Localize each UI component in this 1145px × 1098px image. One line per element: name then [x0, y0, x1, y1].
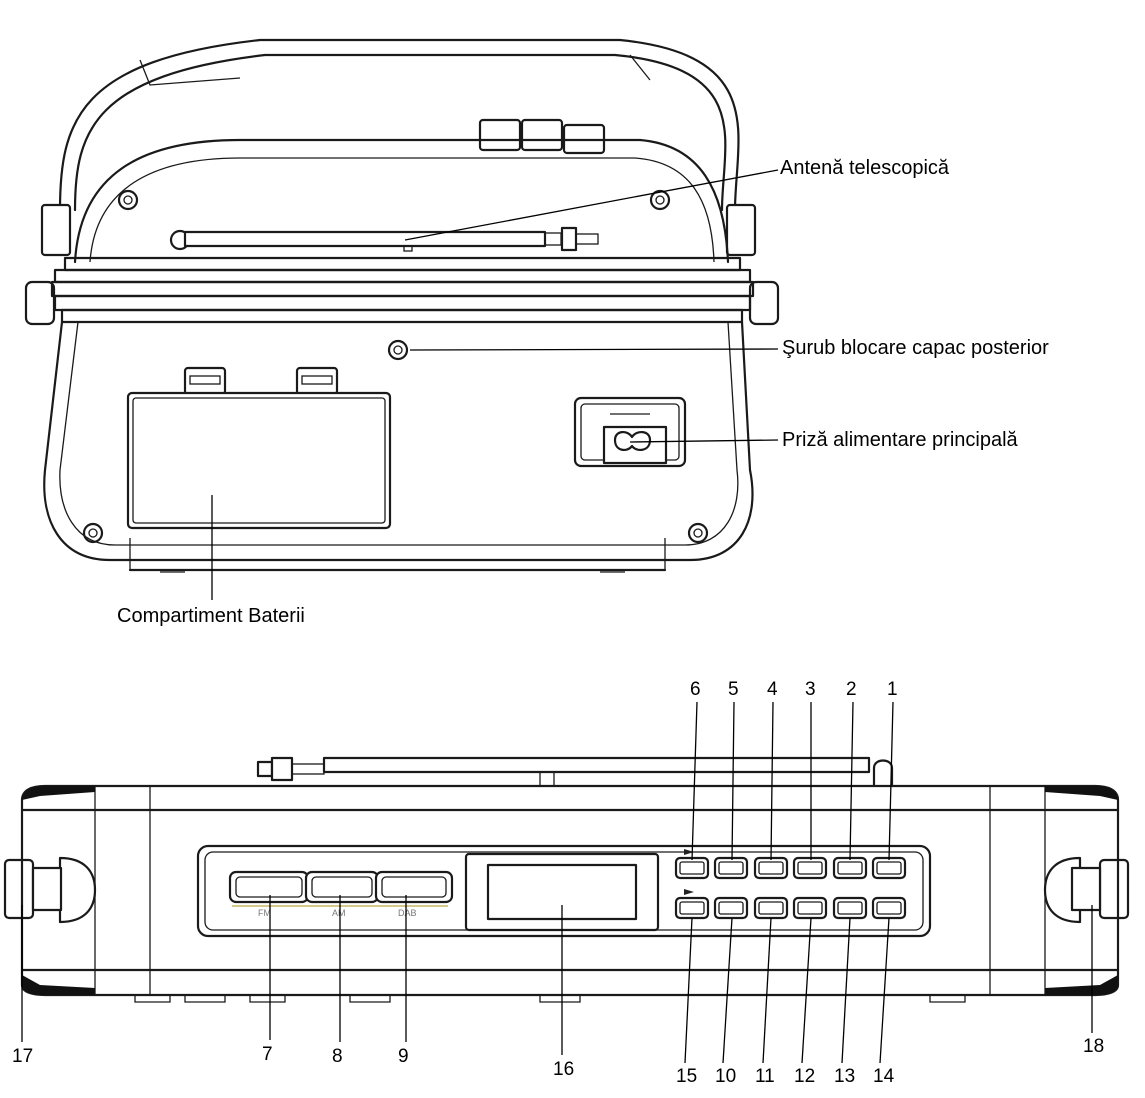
screw-top-right	[649, 189, 671, 211]
hinge-left	[40, 203, 72, 257]
num-11: 11	[755, 1066, 775, 1087]
screw-bottom-left	[82, 522, 104, 544]
play-mark-2	[684, 889, 694, 895]
num-14: 14	[873, 1066, 895, 1087]
band-1	[63, 256, 742, 272]
num-6: 6	[690, 679, 701, 700]
side-knob-left	[24, 280, 56, 326]
num-13: 13	[834, 1066, 856, 1087]
control-button-r2-c4	[792, 896, 828, 920]
callout-screw: Şurub blocare capac posterior	[782, 337, 1049, 359]
dab-mark: DAB	[398, 908, 417, 918]
num-4: 4	[767, 679, 778, 700]
top-button-b	[520, 118, 564, 152]
leader-num-12	[801, 917, 812, 1064]
control-button-r1-c1	[674, 856, 710, 880]
num-15: 15	[676, 1066, 698, 1087]
num-2: 2	[846, 679, 857, 700]
num-17: 17	[12, 1046, 34, 1067]
leader-num-4	[770, 701, 774, 861]
back-lock-screw	[387, 339, 409, 361]
top-antenna-rod	[322, 756, 871, 774]
num-18: 18	[1083, 1036, 1105, 1057]
control-button-r2-c2	[713, 896, 749, 920]
control-button-r1-c3	[753, 856, 789, 880]
control-button-r1-c5	[832, 856, 868, 880]
rear-view	[24, 38, 780, 600]
num-7: 7	[262, 1044, 273, 1065]
control-button-r2-c5	[832, 896, 868, 920]
num-1: 1	[887, 679, 898, 700]
am-mark: AM	[332, 908, 346, 918]
leader-antenna	[404, 169, 779, 241]
control-button-r1-c2	[713, 856, 749, 880]
callout-power-socket: Priză alimentare principală	[782, 429, 1018, 451]
handle-grip-right	[629, 54, 651, 81]
leader-num-1	[888, 701, 894, 861]
leader-power	[629, 439, 779, 443]
leader-num-5	[731, 701, 735, 861]
play-mark-1	[684, 849, 694, 855]
control-button-r2-c3	[753, 896, 789, 920]
antenna-tip	[560, 226, 578, 252]
body-lower	[43, 320, 754, 562]
fm-mark: FM	[258, 908, 271, 918]
top-knob-left	[3, 858, 35, 920]
top-antenna-hook	[872, 759, 894, 787]
screw-bottom-right	[687, 522, 709, 544]
leader-num-10	[722, 917, 733, 1064]
num-3: 3	[805, 679, 816, 700]
num-12: 12	[794, 1066, 816, 1087]
battery-clip-left	[183, 366, 227, 396]
control-button-r1-c6	[871, 856, 907, 880]
num-16: 16	[553, 1059, 575, 1080]
leader-num-13	[841, 917, 851, 1064]
callout-battery: Compartiment Baterii	[117, 605, 305, 627]
handle-inner	[73, 53, 727, 212]
control-button-r2-c6	[871, 896, 907, 920]
top-antenna-pivot	[256, 760, 274, 778]
top-button-a	[478, 118, 522, 152]
handle-grip-left	[139, 59, 241, 86]
callout-antenna: Antenă telescopică	[780, 157, 950, 179]
control-button-r2-c1	[674, 896, 710, 920]
num-5: 5	[728, 679, 739, 700]
leader-num-6	[691, 701, 698, 861]
screw-top-left	[117, 189, 139, 211]
control-button-r1-c4	[792, 856, 828, 880]
leader-num-2	[849, 701, 854, 861]
hinge-right	[725, 203, 757, 257]
leader-screw	[409, 348, 779, 351]
top-view: FM AM DAB	[3, 701, 1130, 1064]
handle-outer	[58, 38, 740, 212]
leader-num-11	[762, 917, 772, 1064]
side-knob-right	[748, 280, 780, 326]
body-dome-inner	[89, 157, 715, 263]
num-10: 10	[715, 1066, 737, 1087]
body-dome	[73, 138, 730, 264]
antenna-rod	[183, 230, 547, 248]
leader-num-14	[879, 917, 890, 1064]
num-8: 8	[332, 1046, 343, 1067]
battery-compartment	[126, 391, 392, 530]
top-knob-right	[1098, 858, 1130, 920]
band-5	[60, 308, 744, 324]
leader-num-15	[684, 917, 693, 1064]
battery-clip-right	[295, 366, 339, 396]
num-9: 9	[398, 1046, 409, 1067]
dab-button	[374, 870, 454, 904]
